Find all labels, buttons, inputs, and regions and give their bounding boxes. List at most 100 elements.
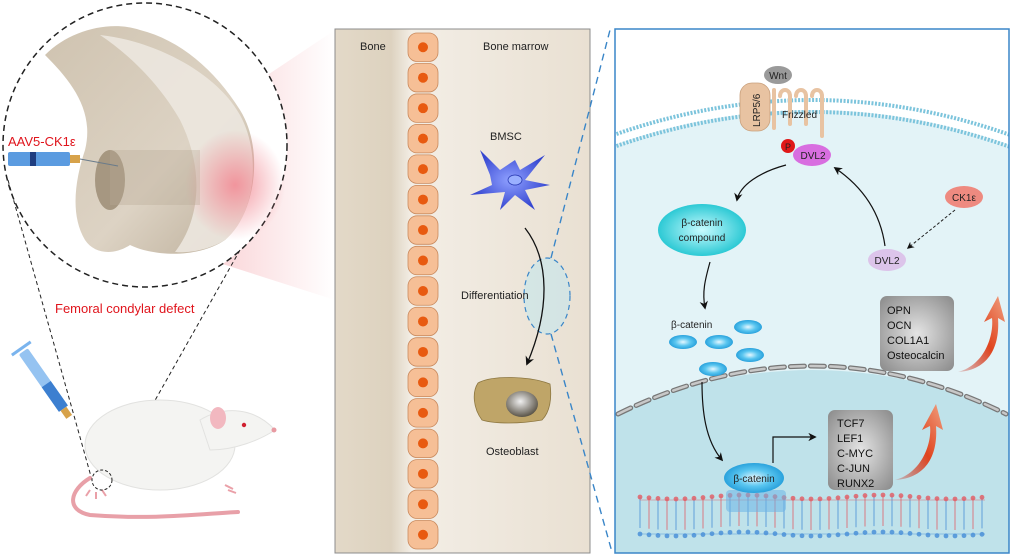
- dna-strand-node: [970, 532, 976, 538]
- lining-cell-nucleus: [418, 225, 428, 236]
- dvl2-to-compound-arrow: [734, 164, 787, 202]
- dna-strand-node: [925, 495, 931, 501]
- dna-strand-node: [718, 493, 724, 499]
- lining-cells: [407, 32, 439, 550]
- dna-strand-node: [736, 529, 742, 535]
- dna-strand-node: [943, 496, 949, 502]
- dna-strand-node: [691, 495, 697, 501]
- lining-cell-nucleus: [418, 346, 428, 357]
- lining-cell-nucleus: [418, 316, 428, 327]
- defect-label: Femoral condylar defect: [55, 301, 195, 316]
- dna-strand-node: [961, 533, 967, 539]
- dna-strand-node: [727, 529, 733, 535]
- right-panel: LRP5/6 Frizzled Wnt DVL2 P CK1ε DVL2 β-c…: [614, 28, 1010, 554]
- dna-strand-node: [844, 494, 850, 500]
- rat-syringe-icon: [10, 340, 73, 419]
- ck1e-kinase: [945, 186, 983, 208]
- zoom-line-bottom: [550, 333, 613, 553]
- rat-illustration: [71, 399, 277, 519]
- osteoblast-label: Osteoblast: [486, 446, 539, 458]
- dna-strand-node: [781, 532, 787, 537]
- dna-strand-node: [979, 494, 985, 500]
- lrp56-receptor: [739, 82, 771, 132]
- dvl2-label: DVL2: [874, 256, 899, 267]
- lining-cell-nucleus: [418, 407, 428, 418]
- dna-strand-node: [934, 533, 940, 539]
- dna-strand-node: [682, 533, 688, 539]
- lining-cell-nucleus: [418, 194, 428, 205]
- dna-strand-node: [790, 532, 796, 538]
- free-catenin-label: β-catenin: [671, 320, 712, 331]
- dna-strand-node: [817, 496, 823, 502]
- dna-strand-node: [952, 496, 958, 502]
- lining-cell-nucleus: [418, 164, 428, 175]
- nucleus: [615, 370, 1009, 553]
- compound-label-line1: β-catenin: [681, 218, 722, 229]
- gene-label: RUNX2: [837, 478, 874, 490]
- gene-label: Osteocalcin: [887, 350, 944, 362]
- phospho-label: P: [785, 142, 791, 152]
- dna-strand-node: [970, 495, 976, 501]
- nuclear-catenin-label: β-catenin: [733, 474, 774, 485]
- free-catenin: [699, 362, 727, 376]
- cell-membrane: [615, 98, 1009, 137]
- zoom-line-top: [550, 29, 611, 259]
- dna-strand-node: [673, 533, 679, 539]
- gene-label: LEF1: [837, 433, 863, 445]
- lining-cell-nucleus: [418, 377, 428, 388]
- dna-strand-node: [763, 530, 769, 536]
- wnt-ligand: [764, 66, 792, 84]
- catenin-compound: [658, 204, 746, 256]
- gene-label: OPN: [887, 305, 911, 317]
- dna-strand-node: [664, 496, 670, 502]
- dna-strand-node: [853, 530, 859, 536]
- lining-cell-nucleus: [418, 103, 428, 114]
- compound-to-catenin-arrow: [699, 261, 711, 310]
- dna-strand-node: [646, 532, 652, 538]
- gene-label: TCF7: [837, 418, 865, 430]
- gene-label: C-MYC: [837, 448, 873, 460]
- lining-cell-nucleus: [418, 529, 428, 540]
- middle-panel: Bone Bone marrow BMSC Differentiation Os…: [334, 28, 591, 554]
- dna-strand-node: [637, 494, 643, 500]
- free-catenin-group: [669, 320, 764, 376]
- right-panel-border: [614, 28, 1010, 554]
- dna-strand-node: [700, 532, 706, 537]
- dna-strand-node: [718, 530, 724, 536]
- dna-strand-node: [907, 494, 913, 499]
- free-catenin: [705, 335, 733, 349]
- compound-label-line2: compound: [679, 233, 726, 244]
- dvl2-active: [793, 144, 831, 166]
- differentiation-arrow: [524, 227, 545, 366]
- upregulation-arrow-icon-2: [895, 404, 943, 480]
- tcf-binding-complex: [726, 490, 786, 512]
- dna-strand-node: [646, 495, 652, 501]
- dna-strand-node: [700, 495, 706, 500]
- dna-strand-node: [835, 495, 841, 501]
- rat-ear: [210, 407, 226, 429]
- lining-cell-nucleus: [418, 133, 428, 144]
- nuclear-envelope-inner: [616, 364, 1008, 416]
- free-catenin: [669, 335, 697, 349]
- rat-nose: [271, 427, 277, 433]
- dna-strand-node: [952, 533, 958, 539]
- free-catenin: [736, 348, 764, 362]
- transcription-arrow: [772, 432, 817, 463]
- dna-strand-node: [835, 532, 841, 538]
- dna-strand-node: [754, 529, 760, 535]
- dna-strand-node: [673, 496, 679, 502]
- defect-channel: [110, 150, 200, 205]
- defect-hole: [95, 150, 125, 210]
- dna-strand-node: [880, 492, 886, 498]
- lining-cell-nucleus: [418, 438, 428, 449]
- nuclear-catenin: [724, 463, 784, 493]
- dna-strand-node: [808, 533, 814, 539]
- rat-hindfoot: [85, 489, 107, 499]
- dna-strand-node: [907, 531, 913, 536]
- lining-cell-nucleus: [418, 255, 428, 266]
- ck1e-label: CK1ε: [952, 193, 976, 204]
- dna-strand-node: [799, 533, 805, 539]
